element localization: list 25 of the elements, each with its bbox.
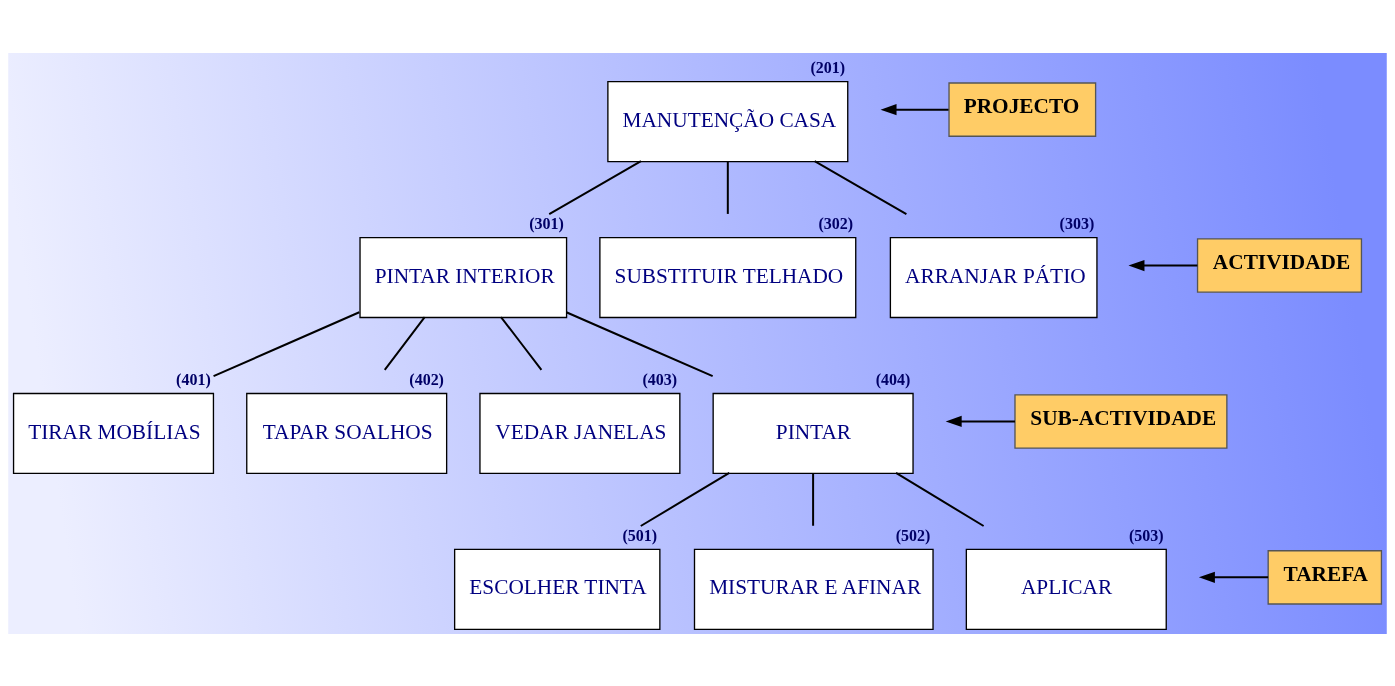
connector bbox=[639, 471, 731, 527]
node-label: (501) bbox=[622, 526, 658, 544]
arrow bbox=[1198, 571, 1270, 583]
node-label: (502) bbox=[895, 526, 931, 544]
node-label: (303) bbox=[1059, 214, 1095, 232]
node-label: (201) bbox=[810, 58, 846, 76]
connector bbox=[565, 310, 714, 377]
arrow bbox=[945, 415, 1016, 427]
connector bbox=[548, 159, 642, 215]
connector bbox=[813, 159, 908, 215]
connector bbox=[726, 159, 729, 215]
connector bbox=[212, 310, 361, 377]
node-label: (302) bbox=[818, 214, 854, 232]
node-label: (404) bbox=[875, 370, 911, 388]
node-label: (402) bbox=[409, 370, 444, 388]
arrow bbox=[1128, 259, 1199, 271]
node-label: (403) bbox=[642, 370, 678, 388]
node-label: (401) bbox=[176, 370, 211, 388]
connector bbox=[895, 471, 985, 527]
node-label: (301) bbox=[529, 214, 564, 232]
connector bbox=[812, 471, 815, 527]
node-label: (503) bbox=[1128, 526, 1164, 544]
connector bbox=[500, 315, 543, 371]
arrow bbox=[880, 103, 950, 115]
connector bbox=[383, 315, 426, 371]
